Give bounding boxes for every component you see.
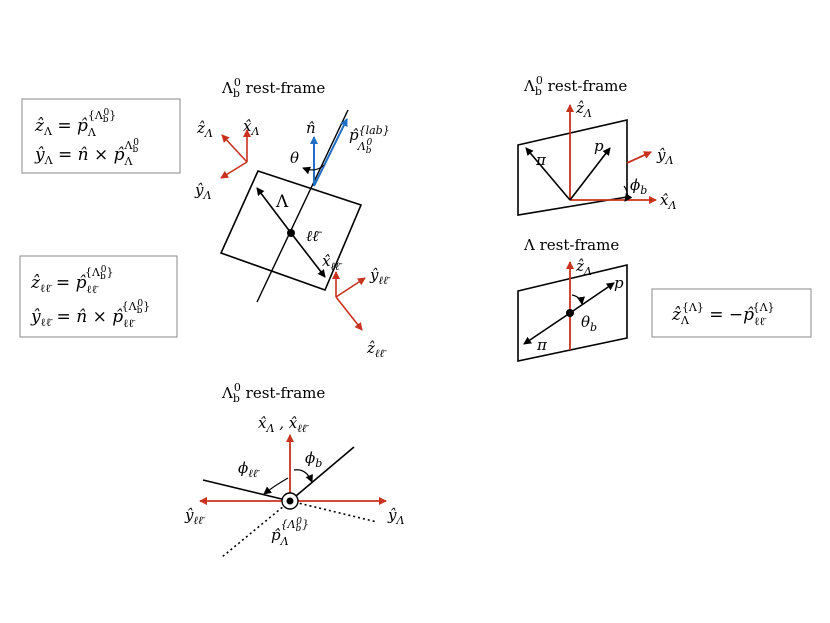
bottom-x-axes-label: x̂Λ , x̂ℓℓ̄ xyxy=(258,414,309,435)
right-top-pi-label: π xyxy=(535,151,547,169)
right-top-x-label: x̂Λ xyxy=(660,191,676,212)
right-top-p-arrow xyxy=(569,147,611,201)
equation-box-lambda: ẑΛ = p̂Λ{Λb0} ŷΛ = n̂ × p̂ΛΛb0 xyxy=(21,98,181,174)
z-ll-label: ẑℓℓ̄ xyxy=(366,339,387,360)
bottom-ll-plane-line xyxy=(202,479,291,502)
bottom-phi-ll-label: ϕℓℓ̄ xyxy=(238,459,260,480)
bottom-out-of-page-dot xyxy=(286,497,294,505)
center-diagram-title: Λb0 rest-frame xyxy=(221,76,325,100)
theta-label: θ xyxy=(290,149,299,167)
equation-box-dilepton: ẑℓℓ̄ = p̂ℓℓ̄{Λb0} ŷℓℓ̄ = n̂ × p̂ℓℓ̄{Λb0} xyxy=(19,255,178,338)
eq-z-lambda: ẑΛ = p̂Λ{Λb0} xyxy=(34,108,116,139)
right-bottom-z-label: ẑΛ xyxy=(575,257,592,278)
right-top-z-label: ẑΛ xyxy=(575,99,592,120)
dilepton-momentum-arrow xyxy=(290,232,326,278)
eq-y-lambda: ŷΛ = n̂ × p̂ΛΛb0 xyxy=(34,138,139,168)
right-bottom-theta-label: θb xyxy=(581,313,597,334)
lambda-momentum-arrow xyxy=(256,187,292,234)
p-lab-arrow xyxy=(313,118,348,187)
right-top-y-label: ŷΛ xyxy=(656,146,673,167)
x-ll-label: x̂ℓℓ̄ xyxy=(322,252,343,273)
bottom-lambda-plane-line xyxy=(289,446,355,502)
right-bottom-pi-label: π xyxy=(536,336,548,354)
right-top-phi-label: ϕb xyxy=(630,176,647,197)
bottom-y-ll-label: ŷℓℓ̄ xyxy=(184,506,206,527)
right-bottom-theta-arc xyxy=(571,294,585,305)
equation-box-dilepton-frame xyxy=(19,255,178,338)
right-top-diagram-title: Λb0 rest-frame xyxy=(523,74,627,98)
center-diagram: Λb0 rest-frame n̂ θ p̂{lab}Λb0 Λ ℓℓ̄ ẑΛ … xyxy=(194,76,391,360)
decay-vertex-dot xyxy=(287,229,295,237)
lambda-b-flight-axis xyxy=(256,109,349,303)
bottom-phi-b-arc xyxy=(293,469,313,483)
dilepton-label: ℓℓ̄ xyxy=(306,227,322,245)
equation-box-right-frame xyxy=(651,288,812,338)
bottom-diagram-title: Λb0 rest-frame xyxy=(221,381,325,405)
decay-plane xyxy=(219,170,363,292)
bottom-phi-b-label: ϕb xyxy=(305,449,322,470)
right-top-pi-arrow xyxy=(525,147,571,201)
eq-y-dilepton: ŷℓℓ̄ = n̂ × p̂ℓℓ̄{Λb0} xyxy=(30,299,150,330)
n-hat-label: n̂ xyxy=(306,119,316,137)
right-bottom-diagram-title: Λ rest-frame xyxy=(523,236,619,254)
right-bottom-diagram: Λ rest-frame ẑΛ p θb π xyxy=(517,236,628,362)
bottom-phi-ll-arc xyxy=(263,477,289,495)
bottom-p-lambda-label: p̂Λ{Λb0} xyxy=(271,517,309,548)
right-bottom-pi-arrow xyxy=(523,312,571,345)
right-top-diagram: Λb0 rest-frame ẑΛ π p ŷΛ ϕb x̂Λ xyxy=(517,74,676,216)
lambda-label: Λ xyxy=(275,192,289,212)
eq-z-dilepton: ẑℓℓ̄ = p̂ℓℓ̄{Λb0} xyxy=(30,265,113,296)
p-lab-label: p̂{lab}Λb0 xyxy=(349,124,390,156)
right-top-y-axis xyxy=(626,151,652,164)
eq-z-lambda-lambda-frame: ẑΛ{Λ} = −p̂ℓℓ̄{Λ} xyxy=(671,301,775,328)
right-bottom-decay-plane xyxy=(517,263,628,362)
right-bottom-p-arrow xyxy=(569,282,615,314)
right-top-p-label: p xyxy=(594,137,604,155)
y-ll-label: ŷℓℓ̄ xyxy=(369,266,391,287)
z-lambda-axis-arrow xyxy=(221,134,248,163)
right-bottom-p-label: p xyxy=(614,274,624,292)
equation-box-lambda-frame xyxy=(21,98,181,174)
theta-arc xyxy=(302,164,325,175)
bottom-diagram: Λb0 rest-frame x̂Λ , x̂ℓℓ̄ ϕℓℓ̄ ϕb ŷℓℓ̄ … xyxy=(184,381,404,558)
y-ll-axis-arrow xyxy=(335,277,366,298)
y-lambda-label: ŷΛ xyxy=(194,181,211,202)
right-bottom-vertex-dot xyxy=(566,309,574,317)
bottom-y-lambda-label: ŷΛ xyxy=(387,506,404,527)
z-ll-axis-arrow xyxy=(335,296,363,331)
right-top-phi-arc xyxy=(623,185,633,202)
y-lambda-axis-arrow xyxy=(220,161,248,179)
z-lambda-label: ẑΛ xyxy=(196,119,213,140)
equation-box-right: ẑΛ{Λ} = −p̂ℓℓ̄{Λ} xyxy=(651,288,812,338)
x-lambda-label: x̂Λ xyxy=(243,117,259,138)
